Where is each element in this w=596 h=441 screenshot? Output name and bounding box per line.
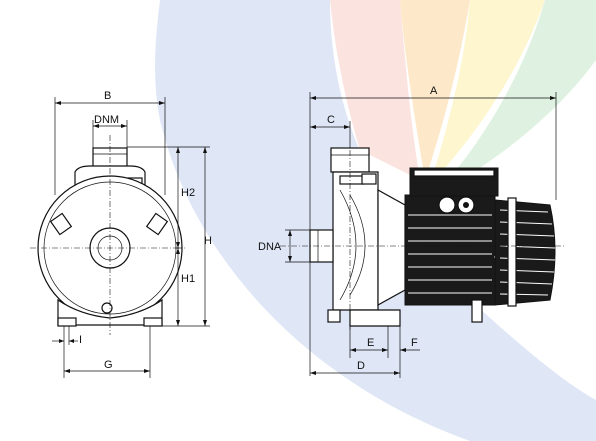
watermark-green-petal <box>435 0 596 195</box>
dim-label-c: C <box>327 114 335 126</box>
dim-label-b: B <box>104 90 111 102</box>
dim-label-dna: DNA <box>258 241 282 253</box>
dim-label-h: H <box>204 235 212 247</box>
dim-label-dnm: DNM <box>94 114 119 126</box>
side-view: A C DNA <box>258 85 565 378</box>
dim-label-i: I <box>79 334 82 346</box>
watermark-red-petal <box>330 0 420 180</box>
watermark-orange-petal <box>400 0 470 180</box>
dim-label-h1: H1 <box>181 273 195 285</box>
dim-label-a: A <box>430 85 438 97</box>
dim-label-f: F <box>411 337 418 349</box>
dim-label-d: D <box>357 360 365 372</box>
motor-fins <box>408 214 492 294</box>
front-view: B DNM <box>30 90 212 378</box>
dim-label-h2: H2 <box>181 187 195 199</box>
dim-label-e: E <box>367 337 374 349</box>
dim-label-g: G <box>104 359 113 371</box>
watermark-yellow-petal <box>430 0 545 185</box>
